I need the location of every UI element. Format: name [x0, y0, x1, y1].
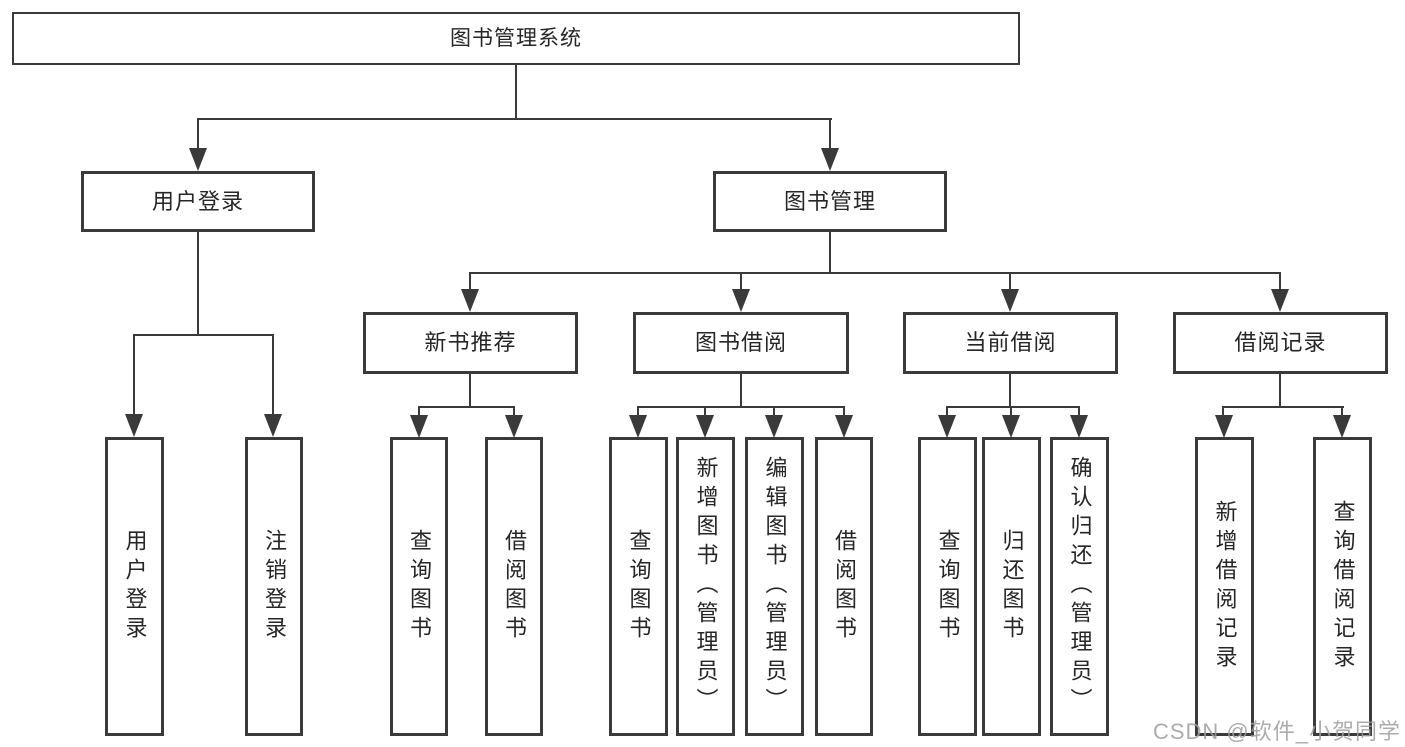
arrowhead-down-icon — [629, 415, 647, 438]
node-borrowing-records: 借阅记录 — [1173, 312, 1388, 374]
connector-line — [946, 406, 1080, 408]
arrowhead-down-icon — [835, 415, 853, 438]
connector-line — [197, 231, 199, 336]
arrowhead-down-icon — [189, 148, 207, 171]
arrowhead-down-icon — [696, 415, 714, 438]
arrowhead-down-icon — [410, 415, 428, 438]
leaf-add-borrow-record: 新增借阅记录 — [1195, 437, 1254, 736]
arrowhead-down-icon — [1070, 415, 1088, 438]
leaf-edit-books-admin: 编辑图书（管理员） — [745, 437, 804, 736]
node-new-book-recommendation: 新书推荐 — [363, 312, 578, 374]
connector-line — [740, 373, 742, 408]
connector-line — [133, 334, 274, 336]
arrowhead-down-icon — [125, 414, 143, 437]
arrowhead-down-icon — [1002, 415, 1020, 438]
arrowhead-down-icon — [1215, 415, 1233, 438]
leaf-query-books-current: 查询图书 — [918, 437, 977, 736]
connector-line — [418, 408, 420, 417]
leaf-borrow-books: 借阅图书 — [815, 437, 873, 736]
connector-line — [704, 408, 706, 417]
arrowhead-down-icon — [765, 415, 783, 438]
connector-line — [843, 408, 845, 417]
node-user-login: 用户登录 — [81, 171, 315, 232]
connector-line — [740, 274, 742, 292]
node-book-management: 图书管理 — [713, 171, 947, 232]
connector-line — [1341, 408, 1343, 417]
arrowhead-down-icon — [1271, 289, 1289, 312]
connector-line — [946, 408, 948, 417]
node-library-management-system: 图书管理系统 — [12, 12, 1020, 65]
connector-line — [1009, 274, 1011, 292]
connector-line — [513, 408, 515, 417]
connector-line — [418, 406, 515, 408]
connector-line — [1009, 373, 1011, 408]
connector-line — [469, 272, 1281, 274]
arrowhead-down-icon — [505, 415, 523, 438]
connector-line — [773, 408, 775, 417]
connector-line — [469, 373, 471, 408]
connector-line — [637, 406, 845, 408]
connector-line — [829, 231, 831, 274]
connector-line — [1222, 408, 1224, 417]
arrowhead-down-icon — [938, 415, 956, 438]
connector-line — [1010, 408, 1012, 417]
arrowhead-down-icon — [1001, 289, 1019, 312]
leaf-return-books: 归还图书 — [982, 437, 1041, 736]
connector-line — [829, 120, 831, 152]
leaf-add-books-admin: 新增图书（管理员） — [676, 437, 735, 736]
connector-line — [515, 64, 517, 120]
connector-line — [1078, 408, 1080, 417]
arrowhead-down-icon — [1333, 415, 1351, 438]
node-current-borrowing: 当前借阅 — [903, 312, 1118, 374]
leaf-query-borrow-record: 查询借阅记录 — [1313, 437, 1372, 736]
node-book-borrowing: 图书借阅 — [633, 312, 849, 374]
connector-line — [637, 408, 639, 417]
leaf-user-login: 用户登录 — [105, 437, 164, 736]
connector-line — [1222, 406, 1344, 408]
arrowhead-down-icon — [264, 414, 282, 437]
leaf-query-books-recommend: 查询图书 — [390, 437, 448, 736]
connector-line — [1279, 274, 1281, 292]
connector-line — [1279, 373, 1281, 408]
arrowhead-down-icon — [461, 289, 479, 312]
leaf-confirm-return-admin: 确认归还（管理员） — [1050, 437, 1109, 736]
watermark: CSDN @软件_小贺同学 — [1152, 719, 1401, 744]
arrowhead-down-icon — [821, 148, 839, 171]
connector-line — [469, 274, 471, 292]
leaf-borrow-books-recommend: 借阅图书 — [485, 437, 543, 736]
connector-line — [133, 336, 135, 416]
connector-line — [272, 336, 274, 416]
connector-line — [197, 120, 199, 152]
arrowhead-down-icon — [732, 289, 750, 312]
leaf-logout: 注销登录 — [245, 437, 303, 736]
connector-line — [197, 118, 832, 120]
leaf-query-books-borrow: 查询图书 — [609, 437, 668, 736]
